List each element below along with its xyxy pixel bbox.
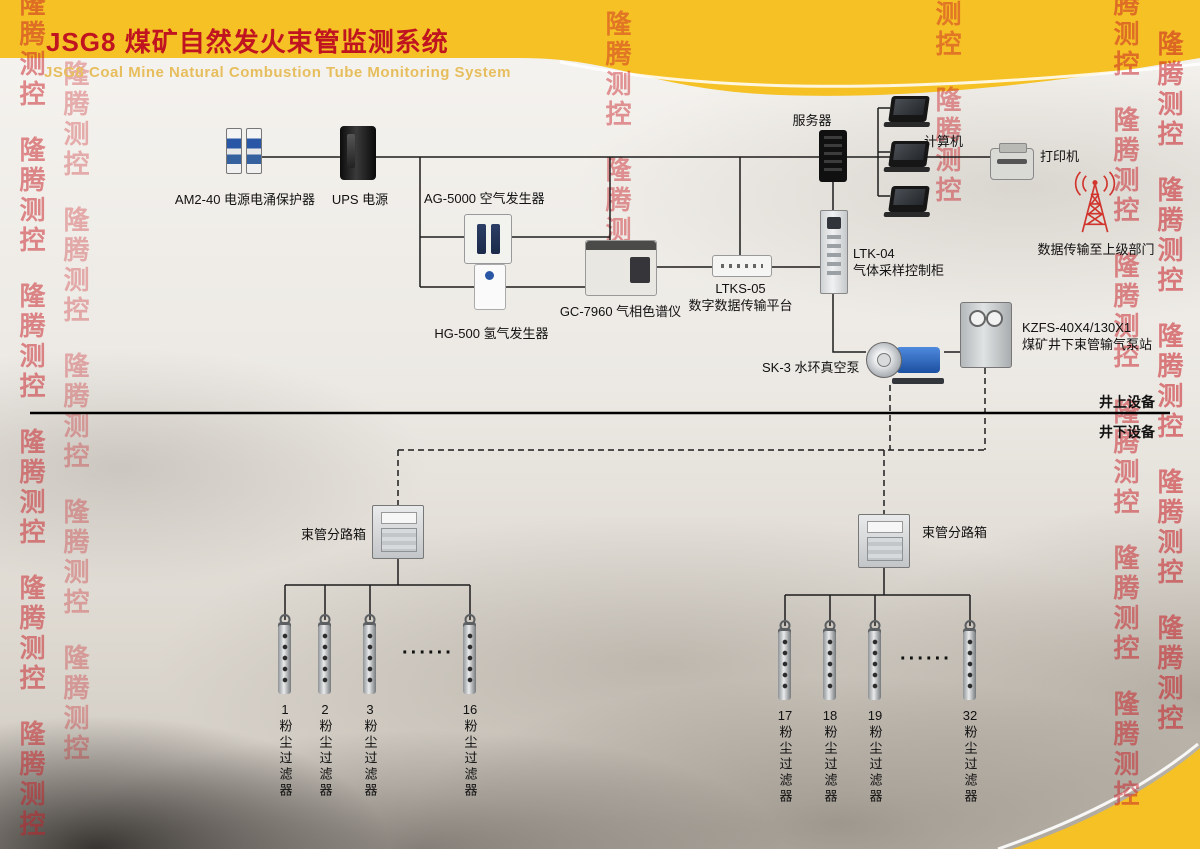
- dust-filter: [463, 622, 476, 694]
- filter-label: 1 粉尘过滤器: [272, 702, 298, 802]
- underground-equipment-label: 井下设备: [1099, 424, 1155, 440]
- hydrogen-generator-icon: [474, 264, 506, 310]
- vacuum-pump-label: SK-3 水环真空泵: [762, 360, 860, 375]
- dust-filter: [868, 628, 881, 700]
- pump-station-icon: [960, 302, 1012, 368]
- filter-number: 2: [321, 702, 329, 717]
- ups-label: UPS 电源: [331, 192, 389, 207]
- filter-name: 粉尘过滤器: [317, 719, 333, 799]
- filter-name: 粉尘过滤器: [962, 725, 978, 805]
- ltks-name: 数字数据传输平台: [688, 297, 793, 313]
- filter-label: 32 粉尘过滤器: [957, 708, 983, 808]
- branch-box-left-icon: [372, 505, 424, 559]
- filter-label: 19 粉尘过滤器: [862, 708, 888, 808]
- dust-filter: [363, 622, 376, 694]
- surge-protector-icon: [226, 128, 262, 174]
- hydrogen-generator-label: HG-500 氢气发生器: [434, 326, 549, 341]
- page-subtitle: JSG8 Coal Mine Natural Combustion Tube M…: [44, 64, 511, 81]
- gas-chromatograph-icon: [585, 240, 657, 296]
- ellipsis-left: ······: [402, 642, 454, 664]
- page-title: JSG8 煤矿自然发火束管监测系统: [46, 27, 449, 57]
- filter-name: 粉尘过滤器: [362, 719, 378, 799]
- air-generator-icon: [464, 214, 512, 264]
- filter-name: 粉尘过滤器: [277, 719, 293, 799]
- filter-label: 2 粉尘过滤器: [312, 702, 338, 802]
- filter-label: 3 粉尘过滤器: [357, 702, 383, 802]
- filter-number: 17: [777, 708, 793, 723]
- server-icon: [819, 130, 847, 182]
- pump-station-label: KZFS-40X4/130X1 煤矿井下束管输气泵站: [1022, 320, 1172, 354]
- filter-name: 粉尘过滤器: [822, 725, 838, 805]
- filter-number: 16: [462, 702, 478, 717]
- filter-name: 粉尘过滤器: [462, 719, 478, 799]
- vacuum-pump-icon: [866, 336, 946, 386]
- antenna-label: 数据传输至上级部门: [1037, 242, 1155, 257]
- filter-label: 17 粉尘过滤器: [772, 708, 798, 808]
- dust-filter: [823, 628, 836, 700]
- printer-label: 打印机: [1040, 149, 1080, 164]
- dust-filter: [963, 628, 976, 700]
- filter-number: 3: [366, 702, 374, 717]
- filter-label: 16 粉尘过滤器: [457, 702, 483, 802]
- computer-label: 计算机: [924, 134, 964, 149]
- surface-equipment-label: 井上设备: [1099, 394, 1155, 410]
- branch-box-right-icon: [858, 514, 910, 568]
- ltk-model: LTK-04: [853, 246, 895, 261]
- sampling-cabinet-label: LTK-04 气体采样控制柜: [853, 246, 953, 280]
- sampling-cabinet-icon: [820, 210, 848, 294]
- dashed-connectors: [397, 368, 986, 514]
- filter-number: 18: [822, 708, 838, 723]
- filter-name: 粉尘过滤器: [777, 725, 793, 805]
- ltk-name: 气体采样控制柜: [853, 262, 945, 278]
- ups-icon: [340, 126, 376, 180]
- kzfs-name: 煤矿井下束管输气泵站: [1022, 336, 1153, 352]
- ellipsis-right: ······: [900, 648, 952, 670]
- filter-number: 19: [867, 708, 883, 723]
- filter-number: 32: [962, 708, 978, 723]
- dust-filter: [278, 622, 291, 694]
- computer-icon: [888, 186, 930, 212]
- gas-chromatograph-label: GC-7960 气相色谱仪: [559, 304, 682, 319]
- data-transmission-platform-icon: [712, 255, 772, 277]
- antenna-icon: [1074, 171, 1116, 233]
- branch-box-left-label: 束管分路箱: [300, 527, 366, 542]
- air-generator-label: AG-5000 空气发生器: [424, 191, 545, 206]
- ltks-model: LTKS-05: [715, 281, 766, 296]
- filter-label: 18 粉尘过滤器: [817, 708, 843, 808]
- surge-protector-label: AM2-40 电源电涌保护器: [174, 192, 316, 207]
- dust-filter: [778, 628, 791, 700]
- dust-filter: [318, 622, 331, 694]
- filter-number: 1: [281, 702, 289, 717]
- data-transmission-platform-label: LTKS-05 数字数据传输平台: [683, 281, 798, 315]
- branch-box-right-label: 束管分路箱: [922, 525, 988, 540]
- server-label: 服务器: [792, 113, 832, 128]
- printer-icon: [990, 143, 1034, 180]
- filter-name: 粉尘过滤器: [867, 725, 883, 805]
- kzfs-model: KZFS-40X4/130X1: [1022, 320, 1132, 335]
- computer-icon: [888, 96, 930, 122]
